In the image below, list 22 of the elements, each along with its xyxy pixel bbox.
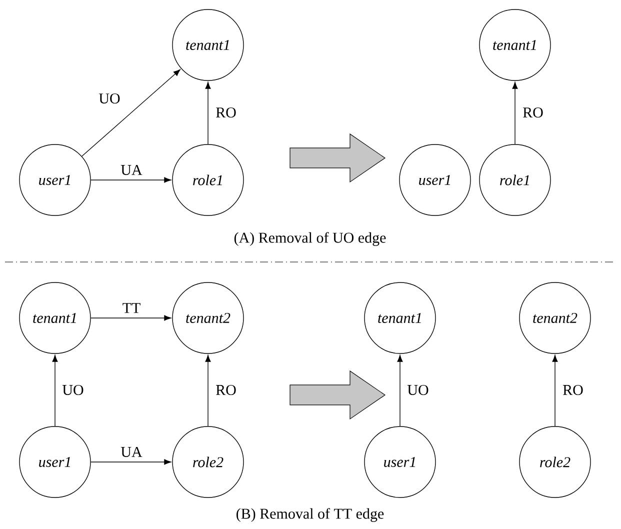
edge-label: RO xyxy=(523,107,543,118)
arrow xyxy=(552,354,558,426)
edge-label: RO xyxy=(563,384,583,396)
edge-label: RO xyxy=(216,107,236,118)
edge-label: UO xyxy=(98,93,120,104)
edge-label: UA xyxy=(120,164,142,175)
arrow xyxy=(205,82,211,144)
edge-label: UA xyxy=(120,446,142,457)
caption: (B) Removal of TT edge xyxy=(236,508,384,522)
caption: (A) Removal of UO edge xyxy=(234,232,386,246)
edge-label: RO xyxy=(216,384,236,396)
edge-label: UO xyxy=(62,384,84,396)
arrow xyxy=(90,459,172,465)
edge-label: UO xyxy=(407,384,428,396)
arrow xyxy=(512,82,518,144)
arrow xyxy=(205,354,211,426)
arrow xyxy=(82,69,180,157)
edge-label: TT xyxy=(122,303,140,313)
arrow xyxy=(52,354,58,426)
arrow xyxy=(90,315,172,321)
arrow xyxy=(90,177,172,183)
arrow xyxy=(397,354,403,426)
